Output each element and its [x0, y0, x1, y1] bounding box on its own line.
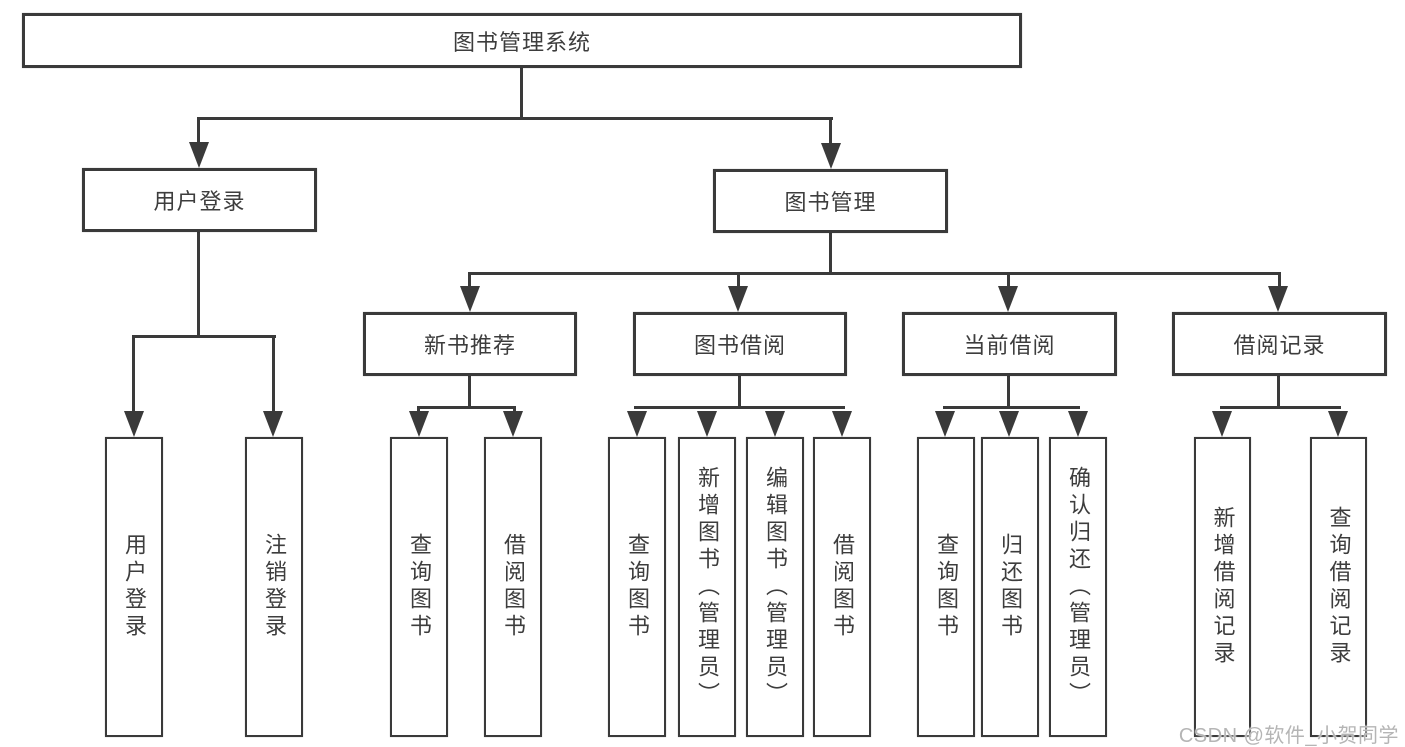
leaf-borrow-books-label: 借阅图书: [830, 533, 855, 641]
arrow-down-icon: [124, 411, 144, 437]
arrow-down-icon: [998, 286, 1018, 312]
node-borrowing-records-label: 借阅记录: [1233, 333, 1326, 358]
connector-line: [197, 117, 833, 120]
leaf-query-books-recommend: 查询图书: [390, 437, 448, 737]
leaf-query-books-recommend-label: 查询图书: [407, 533, 432, 641]
connector-line: [1278, 272, 1281, 292]
connector-line: [197, 230, 200, 338]
leaf-add-borrow-record-label: 新增借阅记录: [1210, 506, 1236, 668]
leaf-add-borrow-record: 新增借阅记录: [1194, 437, 1251, 737]
connector-line: [943, 406, 1080, 409]
arrow-down-icon: [1268, 286, 1288, 312]
connector-line: [738, 374, 741, 409]
arrow-down-icon: [765, 411, 785, 437]
arrow-down-icon: [821, 143, 841, 169]
arrow-down-icon: [1212, 411, 1232, 437]
node-user-login: 用户登录: [82, 168, 317, 232]
node-book-management-label: 图书管理: [784, 190, 877, 215]
leaf-query-borrow-record-label: 查询借阅记录: [1326, 506, 1352, 668]
connector-line: [197, 117, 200, 147]
node-book-management: 图书管理: [713, 169, 948, 233]
connector-line: [272, 335, 275, 415]
connector-line: [1007, 272, 1010, 292]
leaf-query-borrow-record: 查询借阅记录: [1310, 437, 1367, 737]
connector-line: [1220, 406, 1341, 409]
arrow-down-icon: [189, 142, 209, 168]
connector-line: [829, 231, 832, 275]
connector-line: [1277, 374, 1280, 409]
leaf-logout: 注销登录: [245, 437, 303, 737]
arrow-down-icon: [697, 411, 717, 437]
arrow-down-icon: [1068, 411, 1088, 437]
leaf-query-books-current-label: 查询图书: [934, 533, 959, 641]
node-current-borrowing: 当前借阅: [902, 312, 1117, 376]
connector-line: [737, 272, 740, 292]
node-user-login-label: 用户登录: [153, 189, 246, 214]
arrow-down-icon: [503, 411, 523, 437]
arrow-down-icon: [460, 286, 480, 312]
connector-line: [468, 272, 1281, 275]
connector-line: [829, 117, 832, 147]
node-book-borrowing-label: 图书借阅: [693, 333, 786, 358]
node-new-book-recommend-label: 新书推荐: [423, 333, 516, 358]
leaf-edit-books-admin: 编辑图书（管理员）: [746, 437, 804, 737]
arrow-down-icon: [263, 411, 283, 437]
arrow-down-icon: [728, 286, 748, 312]
connector-line: [468, 374, 471, 409]
node-new-book-recommend: 新书推荐: [363, 312, 577, 376]
leaf-return-books: 归还图书: [981, 437, 1039, 737]
connector-line: [634, 406, 845, 409]
connector-line: [468, 272, 471, 292]
leaf-query-books-current: 查询图书: [917, 437, 975, 737]
arrow-down-icon: [1328, 411, 1348, 437]
leaf-logout-label: 注销登录: [262, 533, 287, 641]
arrow-down-icon: [935, 411, 955, 437]
node-book-borrowing: 图书借阅: [633, 312, 847, 376]
leaf-add-books-admin-label: 新增图书（管理员）: [695, 465, 720, 709]
connector-line: [520, 67, 523, 120]
leaf-return-books-label: 归还图书: [998, 533, 1023, 641]
leaf-user-login-label: 用户登录: [122, 533, 147, 641]
arrow-down-icon: [832, 411, 852, 437]
node-borrowing-records: 借阅记录: [1172, 312, 1387, 376]
node-root: 图书管理系统: [22, 13, 1022, 68]
leaf-borrow-books-recommend: 借阅图书: [484, 437, 542, 737]
leaf-borrow-books-recommend-label: 借阅图书: [501, 533, 526, 641]
leaf-query-books-borrowing: 查询图书: [608, 437, 666, 737]
csdn-watermark: CSDN @软件_小贺同学: [1178, 725, 1399, 747]
connector-line: [1007, 374, 1010, 409]
leaf-confirm-return-admin: 确认归还（管理员）: [1049, 437, 1107, 737]
connector-line: [132, 335, 135, 415]
arrow-down-icon: [999, 411, 1019, 437]
leaf-edit-books-admin-label: 编辑图书（管理员）: [763, 465, 788, 709]
leaf-confirm-return-admin-label: 确认归还（管理员）: [1066, 465, 1091, 709]
leaf-user-login: 用户登录: [105, 437, 163, 737]
connector-line: [132, 335, 276, 338]
node-current-borrowing-label: 当前借阅: [963, 333, 1056, 358]
connector-line: [417, 406, 516, 409]
node-root-label: 图书管理系统: [452, 29, 591, 55]
arrow-down-icon: [409, 411, 429, 437]
leaf-query-books-borrowing-label: 查询图书: [625, 533, 650, 641]
arrow-down-icon: [627, 411, 647, 437]
leaf-add-books-admin: 新增图书（管理员）: [678, 437, 736, 737]
leaf-borrow-books: 借阅图书: [813, 437, 871, 737]
